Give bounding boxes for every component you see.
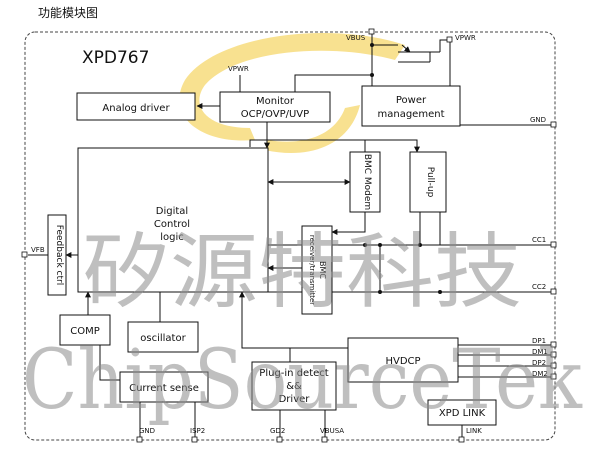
logo-swirl-icon: [179, 32, 405, 153]
page-heading: 功能模块图: [38, 6, 98, 20]
power-label: Power: [396, 95, 427, 106]
plug-in-label: Plug-in detect: [259, 368, 328, 379]
xpd-link-block: XPD LINK: [427, 399, 497, 426]
pin-cc1: CC1: [532, 236, 546, 244]
pin-vfb: VFB: [31, 246, 45, 254]
monitor-sub-label: OCP/OVP/UVP: [241, 109, 309, 120]
power-management-block: Power management: [361, 85, 461, 127]
junction-dots: [363, 43, 442, 294]
watermark-english: ChipSourceTek: [22, 333, 583, 428]
pin-dm1: DM1: [532, 348, 548, 356]
current-sense-block: Current sense: [119, 371, 209, 403]
monitor-block: Monitor OCP/OVP/UVP: [219, 91, 331, 123]
pin-vbus: VBUS: [346, 34, 366, 42]
analog-driver-label: Analog driver: [102, 103, 170, 114]
monitor-label: Monitor: [256, 96, 295, 107]
bmc-modem-label: BMC Modem: [362, 154, 372, 210]
digital-control-block: Digital Control logic: [77, 147, 269, 293]
pin-vbusa: VBUSA: [320, 427, 344, 435]
pin-gnd-right: GND: [530, 116, 546, 124]
pull-up-block: Pull-up: [409, 151, 447, 213]
logic-label: logic: [160, 232, 184, 243]
analog-driver-block: Analog driver: [76, 92, 196, 121]
pin-pads: [21, 28, 557, 443]
xpd-link-label: XPD LINK: [439, 408, 486, 419]
power-sub-label: management: [378, 109, 445, 120]
wires: [28, 32, 553, 440]
plug-in-driver-label: Driver: [279, 394, 311, 405]
control-label: Control: [154, 219, 190, 230]
pin-dp2: DP2: [532, 359, 546, 367]
hvdcp-block: HVDCP: [347, 337, 459, 383]
chip-outline: [24, 31, 556, 441]
bmc-tx-label: BMC: [318, 261, 327, 279]
oscillator-label: oscillator: [140, 333, 186, 344]
pin-gnd-bottom: GND: [139, 427, 155, 435]
current-sense-label: Current sense: [129, 383, 199, 394]
plug-in-detect-block: Plug-in detect && Driver: [251, 361, 337, 411]
feedback-ctrl-label: Feedback ctrl: [54, 225, 64, 285]
oscillator-block: oscillator: [127, 321, 199, 353]
comp-block: COMP: [59, 314, 111, 346]
chip-name: XPD767: [82, 48, 149, 68]
bmc-tx-sub-label: receiver/transmitter: [308, 235, 316, 305]
bmc-transceiver-block: BMC receiver/transmitter: [301, 225, 333, 315]
hvdcp-label: HVDCP: [385, 356, 420, 367]
pin-gd2: GD2: [270, 427, 285, 435]
pin-vpwr-monitor: VPWR: [228, 65, 249, 73]
pin-cc2: CC2: [532, 283, 546, 291]
pin-dp1: DP1: [532, 337, 546, 345]
watermark-chinese: 矽源特科技: [82, 225, 522, 320]
pin-link: LINK: [466, 427, 482, 435]
digital-label: Digital: [156, 206, 188, 217]
pin-vpwr-top: VPWR: [455, 34, 476, 42]
pin-dm2: DM2: [532, 370, 548, 378]
pull-up-label: Pull-up: [425, 167, 435, 198]
plug-in-and-label: &&: [286, 381, 302, 392]
feedback-ctrl-block: Feedback ctrl: [47, 214, 67, 296]
comp-label: COMP: [70, 326, 100, 337]
pin-isp2: ISP2: [190, 427, 205, 435]
bmc-modem-block: BMC Modem: [349, 151, 381, 213]
